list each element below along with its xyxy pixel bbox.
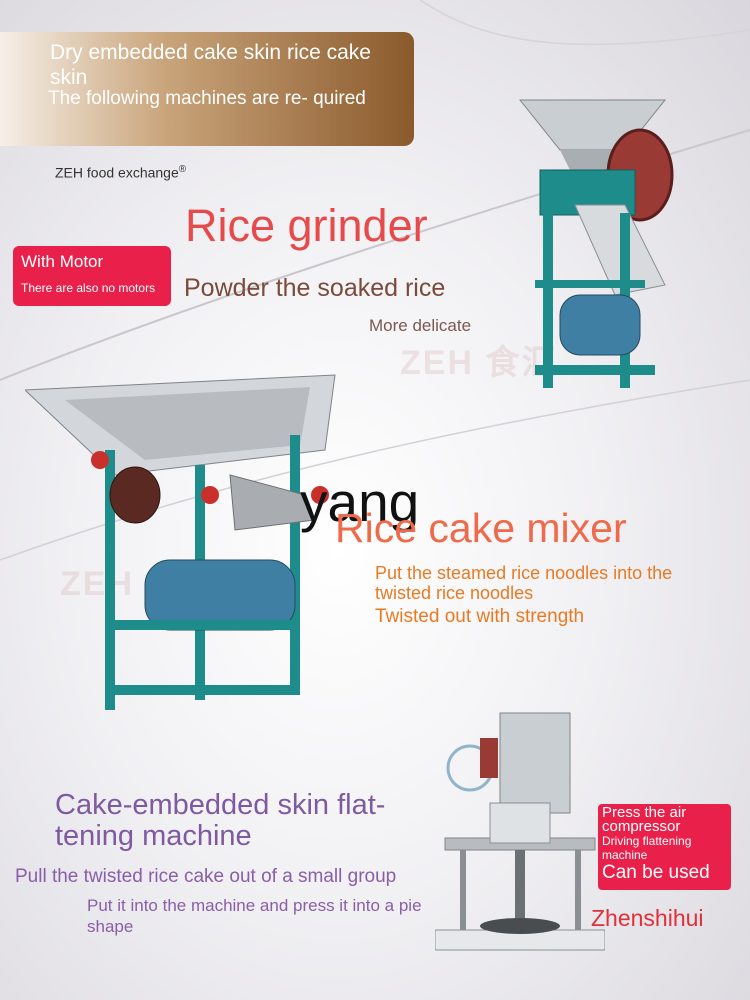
header-banner: Dry embedded cake skin rice cake skin Th… — [0, 32, 414, 146]
rice-grinder-subtitle: Powder the soaked rice — [184, 274, 446, 302]
banner-subtitle: The following machines are re- quired — [48, 88, 366, 109]
rice-cake-mixer-desc-2: Twisted out with strength — [375, 606, 585, 627]
badge-title: With Motor — [21, 252, 104, 271]
brand-label: ZEH food exchange® — [55, 164, 186, 181]
flattening-machine-image — [435, 712, 605, 951]
watermark: ZEH — [60, 565, 134, 603]
banner-title: Dry embedded cake skin rice cake skin — [50, 41, 371, 89]
badge-subtitle: There are also no motors — [21, 281, 156, 295]
rice-grinder-note: More delicate — [369, 316, 472, 335]
brand-zhenshihui: Zhenshihui — [591, 905, 704, 931]
overlay-text: yang — [300, 471, 420, 533]
rice-grinder-title: Rice grinder — [185, 200, 428, 251]
flattening-machine-desc: Pull the twisted rice cake out of a smal… — [15, 866, 397, 887]
brand-name: ZEH food exchange — [55, 164, 179, 181]
watermark: ZEH 食汇 — [400, 344, 558, 382]
flattening-machine-title: Cake-embedded skin flat- tening machine — [55, 789, 386, 852]
rice-grinder-image — [518, 99, 674, 388]
rice-cake-mixer-desc: Put the steamed rice noodles into the tw… — [375, 563, 673, 603]
registered-mark: ® — [178, 164, 187, 175]
air-compressor-badge: Press the air compressor Driving flatten… — [598, 804, 731, 890]
badge-subtitle: Driving flattening machine — [602, 834, 692, 862]
badge-title: Press the air compressor — [602, 804, 687, 835]
with-motor-badge: With Motor There are also no motors — [13, 246, 171, 306]
rice-cake-mixer-title: Rice cake mixer — [335, 505, 627, 551]
rice-cake-mixer-image — [25, 374, 336, 710]
badge-note: Can be used — [602, 862, 710, 883]
flattening-machine-desc-2: Put it into the machine and press it int… — [87, 896, 422, 936]
